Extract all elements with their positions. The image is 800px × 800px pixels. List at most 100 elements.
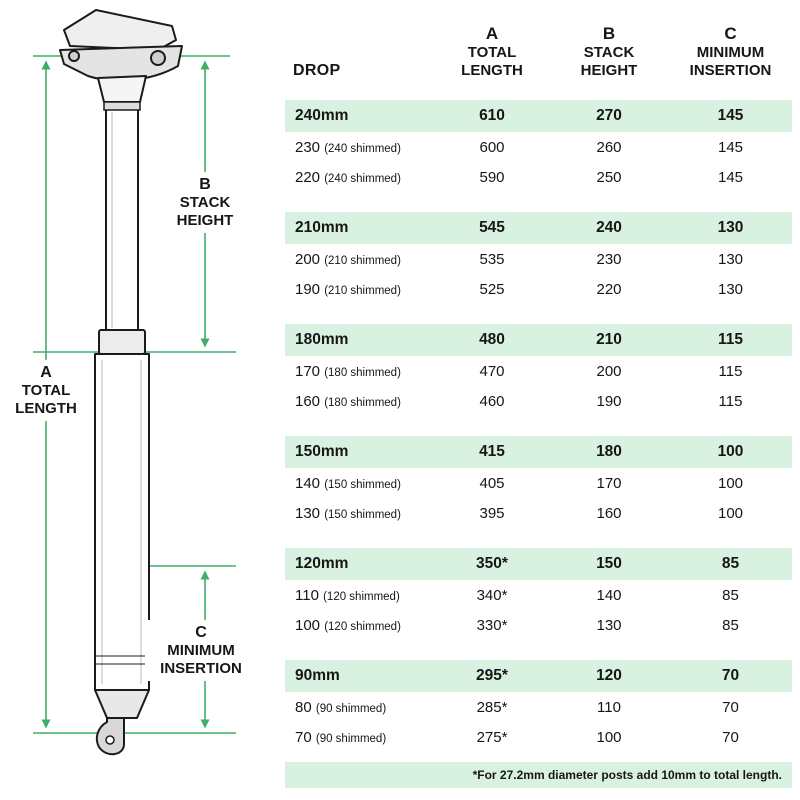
total-length-cell: 405 (479, 474, 505, 492)
drop-cell: 150mm (295, 443, 349, 460)
min-insertion-cell: 145 (717, 107, 744, 124)
stack-height-cell: 200 (596, 362, 622, 380)
min-insertion-cell: 100 (717, 443, 744, 460)
drop-cell: 200 (210 shimmed) (285, 251, 435, 268)
seatpost-body (59, 9, 183, 756)
post-tip (94, 689, 150, 719)
clamp-bolt (150, 50, 166, 66)
drop-value: 100 (295, 616, 321, 634)
total-length-cell: 460 (479, 392, 505, 410)
min-insertion-cell: 115 (717, 331, 743, 348)
drop-cell: 80 (90 shimmed) (285, 699, 435, 716)
shim-note: (210 shimmed) (324, 284, 401, 297)
spec-row: 220 (240 shimmed) 590 250 145 (285, 162, 792, 192)
spec-group: 150mm 415 180 100 140 (150 shimmed) 405 … (285, 436, 792, 528)
spec-row: 200 (210 shimmed) 535 230 130 (285, 244, 792, 274)
spec-row: 110 (120 shimmed) 340* 140 85 (285, 580, 792, 610)
stack-height-cell: 220 (596, 280, 622, 298)
spec-group: 120mm 350* 150 85 110 (120 shimmed) 340*… (285, 548, 792, 640)
dim-letter-b: B (199, 176, 211, 193)
column-header-stack-height: B STACK HEIGHT (580, 24, 638, 79)
stack-height-cell: 230 (596, 250, 622, 268)
drop-value: 170 (295, 362, 321, 380)
spec-row: 100 (120 shimmed) 330* 130 85 (285, 610, 792, 640)
shim-note: (120 shimmed) (323, 590, 400, 603)
drop-cell: 180mm (295, 331, 349, 348)
drop-cell: 220 (240 shimmed) (285, 169, 435, 186)
column-header-min-insertion: C MINIMUM INSERTION (689, 24, 772, 79)
spec-row: 230 (240 shimmed) 600 260 145 (285, 132, 792, 162)
dim-letter-c: C (195, 624, 207, 641)
min-insertion-cell: 130 (717, 219, 744, 236)
spec-row: 170 (180 shimmed) 470 200 115 (285, 356, 792, 386)
drop-cell: 120mm (295, 555, 349, 572)
shim-note: (180 shimmed) (324, 366, 401, 379)
spec-table: DROP A TOTAL LENGTH B STACK HEIGHT C MIN… (285, 8, 792, 788)
stack-height-cell: 100 (596, 728, 622, 746)
shim-note: (150 shimmed) (324, 508, 401, 521)
total-length-cell: 340* (476, 586, 508, 604)
stack-height-cell: 180 (596, 443, 622, 460)
min-insertion-cell: 85 (722, 616, 739, 634)
min-insertion-label: C MINIMUM INSERTION (145, 620, 257, 681)
min-insertion-cell: 130 (717, 280, 744, 298)
drop-cell: 130 (150 shimmed) (285, 505, 435, 522)
upper-tube-seal (103, 101, 141, 111)
stack-height-cell: 170 (596, 474, 622, 492)
total-length-cell: 610 (479, 107, 505, 124)
drop-value: 200 (295, 250, 321, 268)
upper-tube (105, 101, 139, 333)
min-insertion-cell: 115 (718, 362, 743, 380)
column-header-total-length: A TOTAL LENGTH (461, 24, 523, 79)
total-length-cell: 600 (479, 138, 505, 156)
stack-height-cell: 240 (596, 219, 622, 236)
drop-cell: 90mm (295, 667, 340, 684)
drop-cell: 70 (90 shimmed) (285, 729, 435, 746)
shim-note: (90 shimmed) (315, 702, 387, 715)
clamp-bolt-left (68, 50, 80, 62)
group-header-row: 150mm 415 180 100 (285, 436, 792, 468)
footnote: *For 27.2mm diameter posts add 10mm to t… (285, 762, 792, 788)
stack-height-cell: 140 (596, 586, 622, 604)
total-length-cell: 470 (479, 362, 505, 380)
min-insertion-cell: 85 (721, 555, 740, 572)
min-insertion-cell: 145 (717, 138, 744, 156)
stack-height-label: B STACK HEIGHT (160, 172, 250, 233)
drop-value: 190 (295, 280, 321, 298)
drop-value: 230 (295, 138, 321, 156)
spec-row: 140 (150 shimmed) 405 170 100 (285, 468, 792, 498)
drop-cell: 190 (210 shimmed) (285, 281, 435, 298)
stack-height-cell: 160 (596, 504, 622, 522)
drop-cell: 140 (150 shimmed) (285, 475, 435, 492)
drop-value: 110 (295, 586, 319, 604)
drop-cell: 230 (240 shimmed) (285, 139, 435, 156)
drop-value: 220 (295, 168, 321, 186)
min-insertion-cell: 85 (722, 586, 739, 604)
drop-cell: 170 (180 shimmed) (285, 363, 435, 380)
total-length-cell: 285* (476, 698, 508, 716)
drop-value: 70 (295, 728, 312, 746)
spec-row: 80 (90 shimmed) 285* 110 70 (285, 692, 792, 722)
min-insertion-cell: 70 (722, 728, 739, 746)
total-length-cell: 525 (479, 280, 505, 298)
stack-height-cell: 260 (596, 138, 622, 156)
total-length-cell: 480 (479, 331, 505, 348)
group-header-row: 120mm 350* 150 85 (285, 548, 792, 580)
drop-cell: 100 (120 shimmed) (285, 617, 435, 634)
saddle-clamp-top (63, 9, 177, 51)
spec-row: 190 (210 shimmed) 525 220 130 (285, 274, 792, 304)
spec-group: 210mm 545 240 130 200 (210 shimmed) 535 … (285, 212, 792, 304)
spec-group: 180mm 480 210 115 170 (180 shimmed) 470 … (285, 324, 792, 416)
stack-height-cell: 250 (596, 168, 622, 186)
total-length-label: A TOTAL LENGTH (8, 360, 84, 421)
shim-note: (150 shimmed) (324, 478, 401, 491)
stack-height-cell: 190 (596, 392, 622, 410)
shim-note: (90 shimmed) (315, 732, 387, 745)
stack-height-cell: 210 (596, 331, 622, 348)
drop-value: 80 (295, 698, 312, 716)
min-insertion-cell: 70 (721, 667, 740, 684)
total-length-cell: 590 (479, 168, 505, 186)
seatpost-illustration: B STACK HEIGHT A TOTAL LENGTH C MINIMUM … (0, 0, 280, 800)
total-length-cell: 545 (479, 219, 505, 236)
